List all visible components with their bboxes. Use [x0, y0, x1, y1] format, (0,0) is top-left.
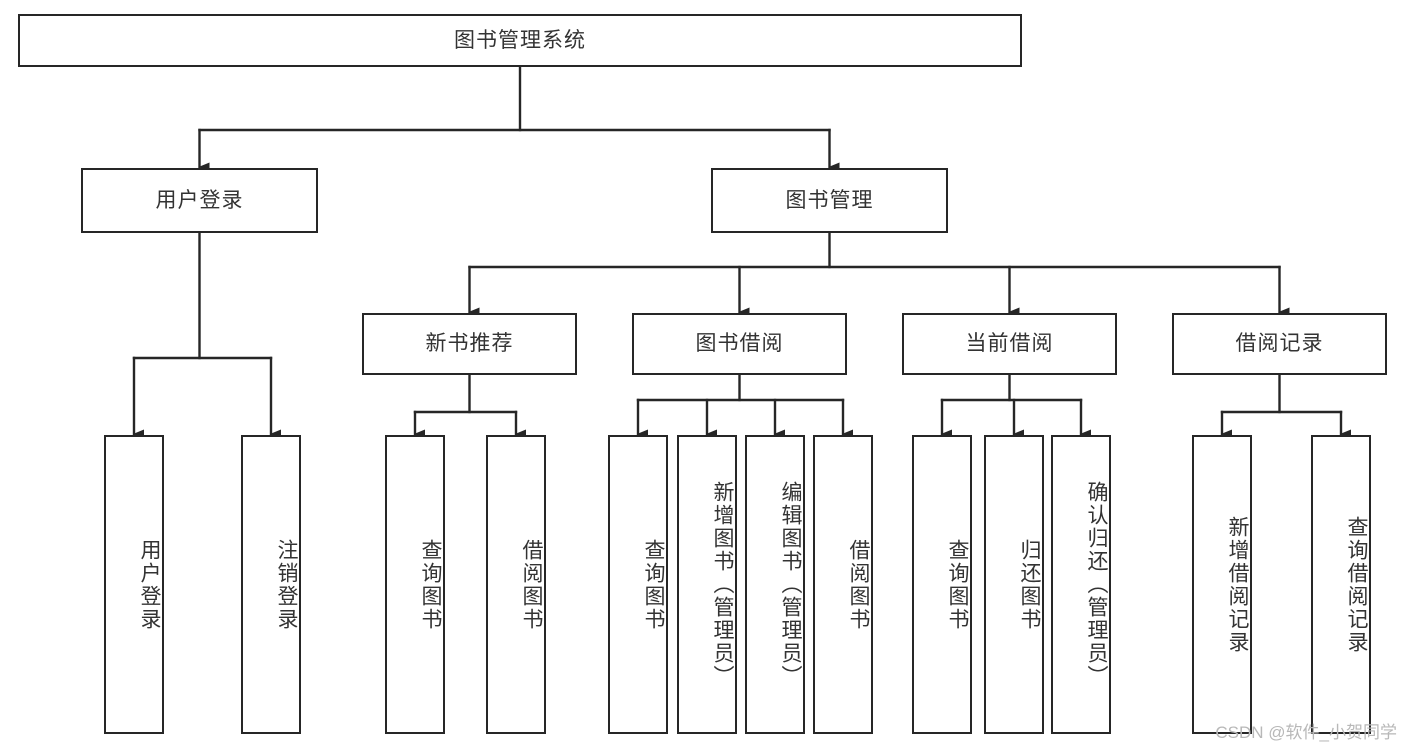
- leaf-query-book-1-label: 查询图书: [419, 538, 442, 631]
- leaf-user-login[interactable]: 用户登录: [104, 435, 164, 734]
- csdn-watermark: CSDN @软件_小贺同学: [1215, 723, 1397, 742]
- leaf-query-book-1[interactable]: 查询图书: [385, 435, 445, 734]
- node-root[interactable]: 图书管理系统: [18, 14, 1022, 67]
- node-new-book-recommend-label: 新书推荐: [425, 332, 514, 356]
- leaf-query-book-3-label: 查询图书: [946, 538, 969, 631]
- leaf-add-book-label: 新增图书（管理员）: [711, 481, 734, 688]
- leaf-borrow-book-1[interactable]: 借阅图书: [486, 435, 546, 734]
- node-borrow-record[interactable]: 借阅记录: [1172, 313, 1387, 375]
- node-root-label: 图书管理系统: [454, 28, 586, 52]
- leaf-user-login-label: 用户登录: [138, 538, 161, 631]
- leaf-return-book[interactable]: 归还图书: [984, 435, 1044, 734]
- node-book-manage[interactable]: 图书管理: [711, 168, 948, 233]
- node-current-borrow-label: 当前借阅: [965, 332, 1054, 356]
- node-book-manage-label: 图书管理: [785, 188, 874, 212]
- node-user-login-label: 用户登录: [155, 188, 244, 212]
- leaf-add-borrow-record-label: 新增借阅记录: [1226, 515, 1249, 654]
- leaf-query-borrow-record[interactable]: 查询借阅记录: [1311, 435, 1371, 734]
- node-current-borrow[interactable]: 当前借阅: [902, 313, 1117, 375]
- leaf-add-book[interactable]: 新增图书（管理员）: [677, 435, 737, 734]
- leaf-borrow-book-2[interactable]: 借阅图书: [813, 435, 873, 734]
- leaf-confirm-return[interactable]: 确认归还（管理员）: [1051, 435, 1111, 734]
- node-book-borrow[interactable]: 图书借阅: [632, 313, 847, 375]
- leaf-edit-book[interactable]: 编辑图书（管理员）: [745, 435, 805, 734]
- leaf-borrow-book-1-label: 借阅图书: [520, 538, 543, 631]
- leaf-query-borrow-record-label: 查询借阅记录: [1345, 515, 1368, 654]
- node-new-book-recommend[interactable]: 新书推荐: [362, 313, 577, 375]
- leaf-query-book-2-label: 查询图书: [642, 538, 665, 631]
- node-borrow-record-label: 借阅记录: [1235, 332, 1324, 356]
- leaf-logout[interactable]: 注销登录: [241, 435, 301, 734]
- leaf-confirm-return-label: 确认归还（管理员）: [1085, 481, 1108, 688]
- leaf-add-borrow-record[interactable]: 新增借阅记录: [1192, 435, 1252, 734]
- leaf-borrow-book-2-label: 借阅图书: [847, 538, 870, 631]
- leaf-edit-book-label: 编辑图书（管理员）: [779, 481, 802, 688]
- node-book-borrow-label: 图书借阅: [695, 332, 784, 356]
- leaf-query-book-3[interactable]: 查询图书: [912, 435, 972, 734]
- leaf-logout-label: 注销登录: [275, 538, 298, 631]
- leaf-return-book-label: 归还图书: [1018, 538, 1041, 631]
- node-user-login[interactable]: 用户登录: [81, 168, 318, 233]
- leaf-query-book-2[interactable]: 查询图书: [608, 435, 668, 734]
